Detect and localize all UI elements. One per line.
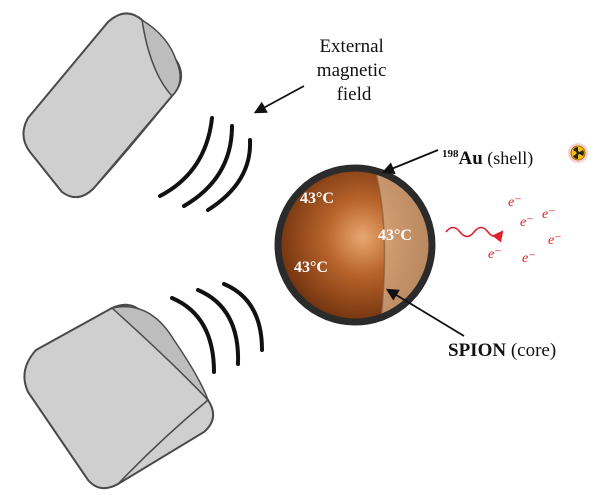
external-field-label: External magnetic field bbox=[317, 36, 391, 105]
temperature-label-right: 43°C bbox=[378, 227, 412, 244]
electron-label: e⁻ bbox=[522, 251, 536, 266]
field-arc-icon bbox=[196, 288, 241, 366]
field-arc-icon bbox=[170, 296, 216, 374]
magnet-top bbox=[22, 12, 183, 199]
radiation-icon bbox=[568, 143, 588, 163]
electron-label: e⁻ bbox=[548, 233, 562, 248]
field-arcs-upper bbox=[158, 116, 253, 212]
external-field-arrow bbox=[253, 85, 305, 114]
core-pointer-arrow bbox=[385, 288, 465, 337]
field-arc-icon bbox=[206, 138, 253, 212]
electrons: e⁻ e⁻ e⁻ e⁻ e⁻ e⁻ bbox=[488, 195, 562, 266]
temperature-label-bottom: 43°C bbox=[294, 259, 328, 276]
shell-cutaway bbox=[372, 168, 432, 322]
temperature-label-top: 43°C bbox=[300, 190, 334, 207]
shell-label: 198Au (shell) bbox=[442, 148, 533, 169]
electron-label: e⁻ bbox=[488, 247, 502, 262]
electron-label: e⁻ bbox=[508, 195, 522, 210]
nanoparticle: 43°C 43°C 43°C bbox=[274, 164, 436, 326]
electron-label: e⁻ bbox=[520, 215, 534, 230]
field-arcs-lower bbox=[170, 282, 264, 374]
magnet-bottom bbox=[23, 303, 215, 490]
shell-pointer-arrow bbox=[381, 149, 439, 175]
field-arc-icon bbox=[158, 116, 214, 198]
core-label: SPION (core) bbox=[448, 340, 556, 361]
field-arc-icon bbox=[222, 282, 264, 352]
wavy-emission-arrow bbox=[445, 226, 504, 243]
field-arc-icon bbox=[182, 124, 234, 208]
electron-label: e⁻ bbox=[542, 207, 556, 222]
